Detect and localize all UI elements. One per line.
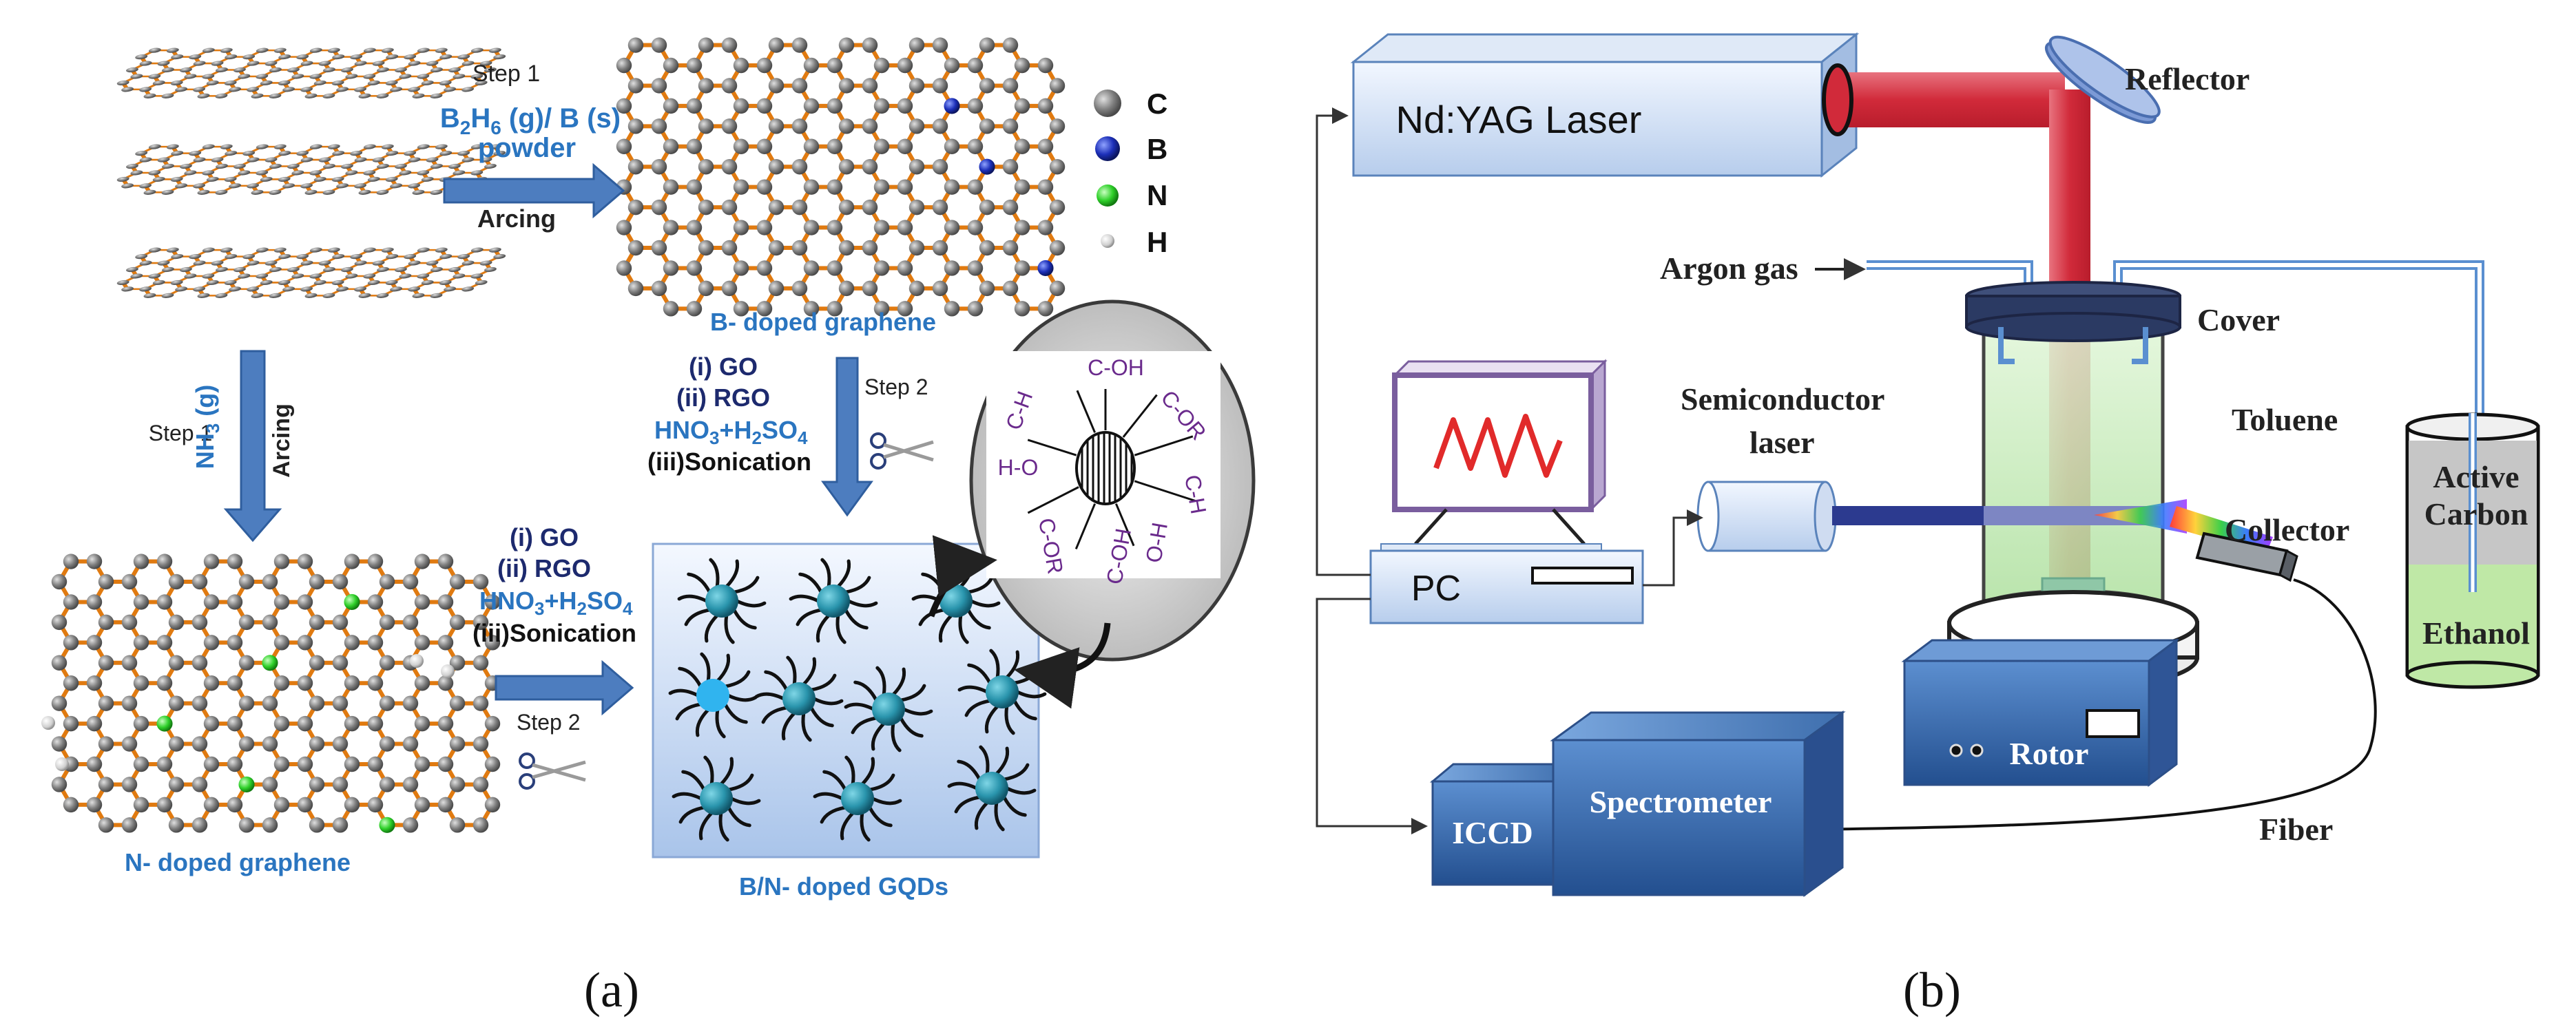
caption-a: (a) bbox=[584, 962, 639, 1018]
hydrogen-atom-swatch bbox=[1101, 234, 1114, 248]
caption-b: (b) bbox=[1903, 962, 1961, 1018]
step1-arrow-right bbox=[443, 162, 625, 219]
iccd: ICCD bbox=[1429, 763, 1577, 886]
step1-arrow-down bbox=[223, 350, 282, 543]
n-doped-graphene-lattice bbox=[41, 554, 501, 833]
pc-monitor bbox=[1380, 359, 1608, 554]
step2-right-label: Step 2 bbox=[864, 375, 928, 399]
collector-label: Collector bbox=[2225, 512, 2349, 547]
functional-group-label: C-OH bbox=[1088, 355, 1144, 380]
fiber-cable bbox=[1804, 578, 2377, 831]
toluene-label: Toluene bbox=[2232, 402, 2338, 437]
legend-b: B bbox=[1147, 133, 1167, 165]
laser-label: Nd:YAG Laser bbox=[1396, 98, 1642, 141]
treat-right-go: (i) GO bbox=[689, 352, 758, 381]
treat-right-rgo: (ii) RGO bbox=[676, 383, 770, 412]
iccd-label: ICCD bbox=[1452, 815, 1533, 850]
treat-right-acid: HNO3+H2SO4 bbox=[654, 416, 808, 448]
treat-right-sonication: (iii)Sonication bbox=[647, 447, 811, 476]
ndyag-laser: Nd:YAG Laser bbox=[1350, 32, 1860, 178]
step1-top-label: Step 1 bbox=[472, 61, 540, 87]
boron-atom-swatch bbox=[1095, 136, 1120, 161]
semiconductor-laser bbox=[1696, 481, 1837, 552]
boron-reagent-label: B2H6 (g)/ B (s) bbox=[440, 103, 621, 138]
n-doped-label: N- doped graphene bbox=[125, 848, 351, 876]
scissors-icon-right bbox=[870, 432, 934, 470]
spectrometer: Spectrometer bbox=[1550, 710, 1846, 897]
gqd-particles bbox=[668, 558, 1047, 842]
functional-group-label: H-O bbox=[998, 455, 1039, 480]
powder-label: powder bbox=[478, 133, 576, 163]
rotor: Rotor bbox=[1901, 638, 2180, 787]
vessel-cover bbox=[1965, 281, 2181, 364]
ethanol-label: Ethanol bbox=[2422, 615, 2530, 651]
step2-arrow-down bbox=[821, 357, 873, 517]
panel-a: Step 1 B2H6 (g)/ B (s) powder Arcing B- … bbox=[41, 37, 1256, 1018]
step1-left-label: Step 1 bbox=[149, 421, 213, 445]
cover-label: Cover bbox=[2197, 302, 2280, 337]
scissors-icon-left bbox=[519, 752, 586, 790]
pc-to-semiconductor-line bbox=[1643, 509, 1703, 587]
argon-label: Argon gas bbox=[1660, 251, 1798, 286]
step2-arrow-right bbox=[495, 660, 634, 716]
arcing-left-label: Arcing bbox=[269, 403, 295, 478]
nitrogen-atom-swatch bbox=[1097, 185, 1119, 207]
step2-left-label: Step 2 bbox=[517, 710, 581, 735]
carbon-atom-swatch bbox=[1094, 89, 1121, 117]
pc-box: PC bbox=[1369, 549, 1644, 624]
atom-legend: C B N H bbox=[1094, 87, 1167, 258]
spectrometer-label: Spectrometer bbox=[1590, 784, 1772, 819]
fiber-label: Fiber bbox=[2259, 812, 2333, 847]
gqd-label: B/N- doped GQDs bbox=[739, 872, 948, 901]
treat-left-rgo: (ii) RGO bbox=[497, 554, 591, 582]
b-doped-label: B- doped graphene bbox=[710, 308, 936, 336]
legend-c: C bbox=[1147, 87, 1167, 120]
panel-b: Nd:YAG Laser Reflector Argon gas bbox=[1316, 32, 2540, 1018]
active-label: Active bbox=[2433, 459, 2519, 494]
zoom-arrow-out bbox=[1014, 622, 1111, 709]
laser-beam-horizontal bbox=[1838, 72, 2065, 127]
laser-aperture bbox=[1822, 63, 1853, 136]
collector bbox=[2195, 531, 2298, 582]
reflector-label: Reflector bbox=[2125, 61, 2250, 96]
treat-left-go: (i) GO bbox=[510, 523, 579, 551]
carbon-label: Carbon bbox=[2424, 496, 2528, 531]
reflector-mirror bbox=[2044, 35, 2161, 124]
b-doped-graphene-lattice bbox=[616, 37, 1066, 317]
treat-left-acid: HNO3+H2SO4 bbox=[479, 587, 633, 619]
ethanol-trap: Active Carbon Ethanol bbox=[2405, 412, 2540, 689]
treat-left-sonication: (iii)Sonication bbox=[472, 619, 636, 647]
zoom-arrow-in bbox=[928, 535, 997, 618]
pc-label: PC bbox=[1411, 569, 1461, 609]
reaction-vessel bbox=[1982, 322, 2165, 622]
graphite-stack bbox=[116, 48, 506, 298]
scattered-spectrum bbox=[2094, 499, 2187, 534]
signal-waveform bbox=[1433, 414, 1563, 478]
pc-to-laser-line bbox=[1316, 107, 1371, 576]
legend-n: N bbox=[1147, 179, 1167, 211]
legend-h: H bbox=[1147, 226, 1167, 258]
laser-word-label: laser bbox=[1749, 425, 1815, 460]
arcing-top-label: Arcing bbox=[477, 204, 556, 233]
pc-to-iccd-line bbox=[1316, 598, 1428, 834]
rotor-label: Rotor bbox=[2010, 736, 2089, 771]
nh3-label: NH3 (g) bbox=[191, 385, 223, 469]
semiconductor-label: Semiconductor bbox=[1681, 381, 1884, 417]
